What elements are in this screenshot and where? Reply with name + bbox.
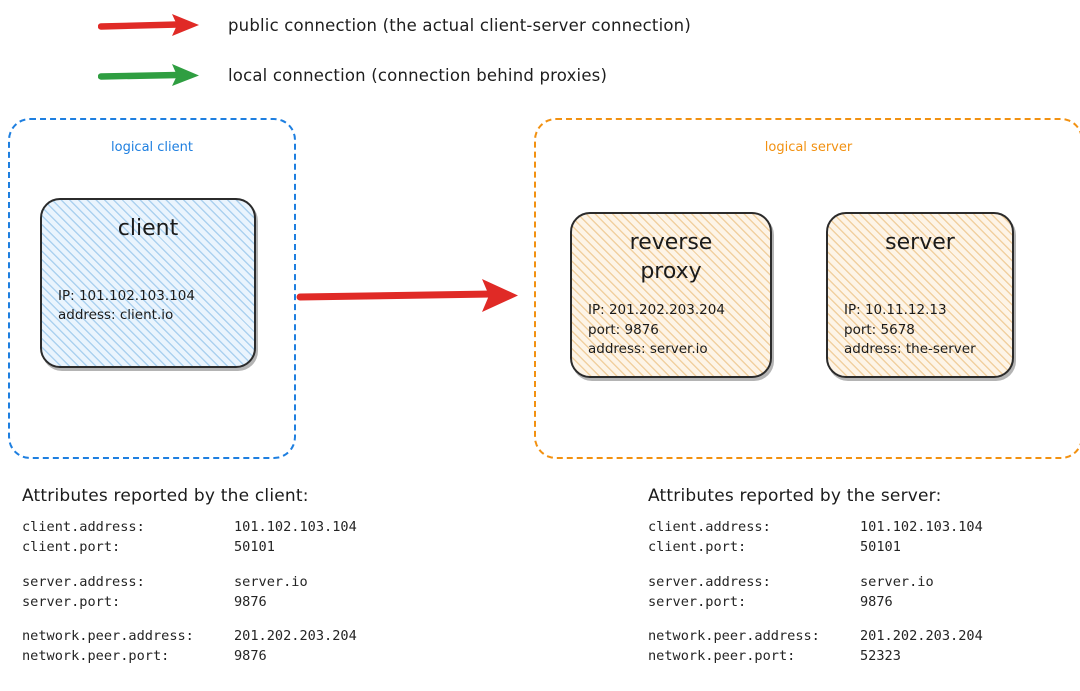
attr-value-server: 9876 bbox=[860, 593, 893, 610]
attr-row: network.peer.address: 201.202.203.204 bbox=[22, 627, 357, 647]
attr-value-server: 101.102.103.104 bbox=[860, 519, 983, 535]
attributes-reported-by-server-panel: Attributes reported by the server: clien… bbox=[648, 486, 983, 667]
logical-client-label: logical client bbox=[111, 140, 193, 155]
logical-client-group: logical client bbox=[8, 118, 296, 459]
node-reverse-proxy-title: reverse proxy bbox=[629, 230, 713, 285]
legend-label-local-connection: local connection (connection behind prox… bbox=[228, 65, 608, 85]
attr-row: server.address: server.io bbox=[648, 573, 983, 593]
node-reverse-proxy-port: port: 9876 bbox=[588, 321, 659, 338]
attr-key-server: client.port: bbox=[648, 538, 747, 555]
attr-row-spacer bbox=[22, 612, 357, 627]
attr-value-client: 201.202.203.204 bbox=[234, 628, 357, 645]
node-server-address: address: the-server bbox=[844, 341, 976, 358]
node-client-title: client bbox=[117, 216, 179, 241]
attr-key-server: network.peer.address: bbox=[648, 628, 820, 645]
legend-label-public-connection: public connection (the actual client-ser… bbox=[228, 15, 691, 35]
attr-value-server: 50101 bbox=[860, 538, 901, 555]
node-reverse-proxy-address: address: server.io bbox=[588, 341, 708, 358]
public-connection-arrow bbox=[296, 279, 518, 312]
attributes-server-tbody: client.address: 101.102.103.104 client.por… bbox=[648, 518, 983, 667]
legend-item-public-connection: public connection (the actual client-ser… bbox=[98, 10, 691, 40]
attr-row: client.address: 101.102.103.104 bbox=[22, 518, 357, 538]
attr-row: server.address: server.io bbox=[22, 573, 357, 593]
attr-value-client: 101.102.103.104 bbox=[234, 519, 357, 535]
attributes-client-heading: Attributes reported by the client: bbox=[22, 486, 309, 506]
attributes-client-tbody: client.address: 101.102.103.104 client.por… bbox=[22, 518, 357, 667]
node-server-title: server bbox=[885, 230, 955, 255]
node-reverse-proxy[interactable]: reverse proxy IP: 201.202.203.204 port: … bbox=[570, 212, 772, 378]
red-arrow-icon bbox=[98, 14, 199, 36]
attr-row: network.peer.port: 9876 bbox=[22, 647, 357, 667]
attr-spacer-cell bbox=[648, 558, 983, 573]
attr-key-client: server.port: bbox=[22, 593, 121, 610]
node-server[interactable]: server IP: 10.11.12.13 port: 5678 addres… bbox=[826, 212, 1014, 378]
attr-key-server: client.address: bbox=[648, 519, 771, 535]
attr-row-spacer bbox=[648, 612, 983, 627]
attributes-server-heading: Attributes reported by the server: bbox=[648, 486, 942, 506]
attr-value-client: server.io bbox=[234, 573, 308, 590]
logical-server-label: logical server bbox=[764, 140, 853, 155]
attributes-client-table: client.address: 101.102.103.104 client.por… bbox=[22, 518, 357, 667]
attr-spacer-cell bbox=[22, 558, 357, 573]
attr-key-client: network.peer.port: bbox=[22, 648, 170, 665]
attr-row: network.peer.port: 52323 bbox=[648, 647, 983, 667]
attr-row: network.peer.address: 201.202.203.204 bbox=[648, 627, 983, 647]
attr-row-spacer bbox=[22, 558, 357, 573]
attr-value-server: 201.202.203.204 bbox=[860, 628, 983, 645]
attr-row: server.port: 9876 bbox=[22, 593, 357, 613]
node-client-details: IP: 101.102.103.104 address: client.io bbox=[58, 287, 238, 326]
attr-key-client: client.port: bbox=[22, 538, 121, 555]
attr-value-server: server.io bbox=[860, 573, 934, 590]
attr-value-client: 50101 bbox=[234, 538, 275, 555]
attr-key-server: server.address: bbox=[648, 573, 771, 590]
node-server-ip: IP: 10.11.12.13 bbox=[844, 302, 947, 319]
attr-key-client: network.peer.address: bbox=[22, 628, 194, 645]
node-client-ip: IP: 101.102.103.104 bbox=[58, 287, 195, 304]
attr-value-client: 9876 bbox=[234, 648, 267, 665]
node-server-port: port: 5678 bbox=[844, 321, 915, 338]
node-reverse-proxy-details: IP: 201.202.203.204 port: 9876 address: … bbox=[588, 301, 754, 360]
node-client[interactable]: client IP: 101.102.103.104 address: clie… bbox=[40, 198, 256, 368]
logical-server-group: logical server bbox=[534, 118, 1080, 459]
attr-row: client.port: 50101 bbox=[22, 538, 357, 558]
attr-value-client: 9876 bbox=[234, 593, 267, 610]
attr-row-spacer bbox=[648, 558, 983, 573]
attr-row: client.address: 101.102.103.104 bbox=[648, 518, 983, 538]
attr-spacer-cell bbox=[648, 612, 983, 627]
attributes-reported-by-client-panel: Attributes reported by the client: clien… bbox=[22, 486, 357, 667]
node-client-address: address: client.io bbox=[58, 307, 174, 324]
attr-row: client.port: 50101 bbox=[648, 538, 983, 558]
attr-key-server: network.peer.port: bbox=[648, 648, 796, 665]
node-reverse-proxy-inner: reverse proxy IP: 201.202.203.204 port: … bbox=[572, 214, 770, 376]
node-server-inner: server IP: 10.11.12.13 port: 5678 addres… bbox=[828, 214, 1012, 376]
attr-spacer-cell bbox=[22, 612, 357, 627]
attr-key-server: server.port: bbox=[648, 593, 747, 610]
attr-row: server.port: 9876 bbox=[648, 593, 983, 613]
attr-value-server: 52323 bbox=[860, 648, 901, 665]
node-reverse-proxy-ip: IP: 201.202.203.204 bbox=[588, 302, 725, 319]
legend-item-local-connection: local connection (connection behind prox… bbox=[98, 60, 607, 90]
attr-key-client: server.address: bbox=[22, 573, 145, 590]
attributes-server-table: client.address: 101.102.103.104 client.por… bbox=[648, 518, 983, 667]
node-client-inner: client IP: 101.102.103.104 address: clie… bbox=[42, 200, 254, 366]
node-server-details: IP: 10.11.12.13 port: 5678 address: the-… bbox=[844, 301, 996, 360]
attr-key-client: client.address: bbox=[22, 519, 145, 535]
green-arrow-icon bbox=[98, 64, 199, 86]
